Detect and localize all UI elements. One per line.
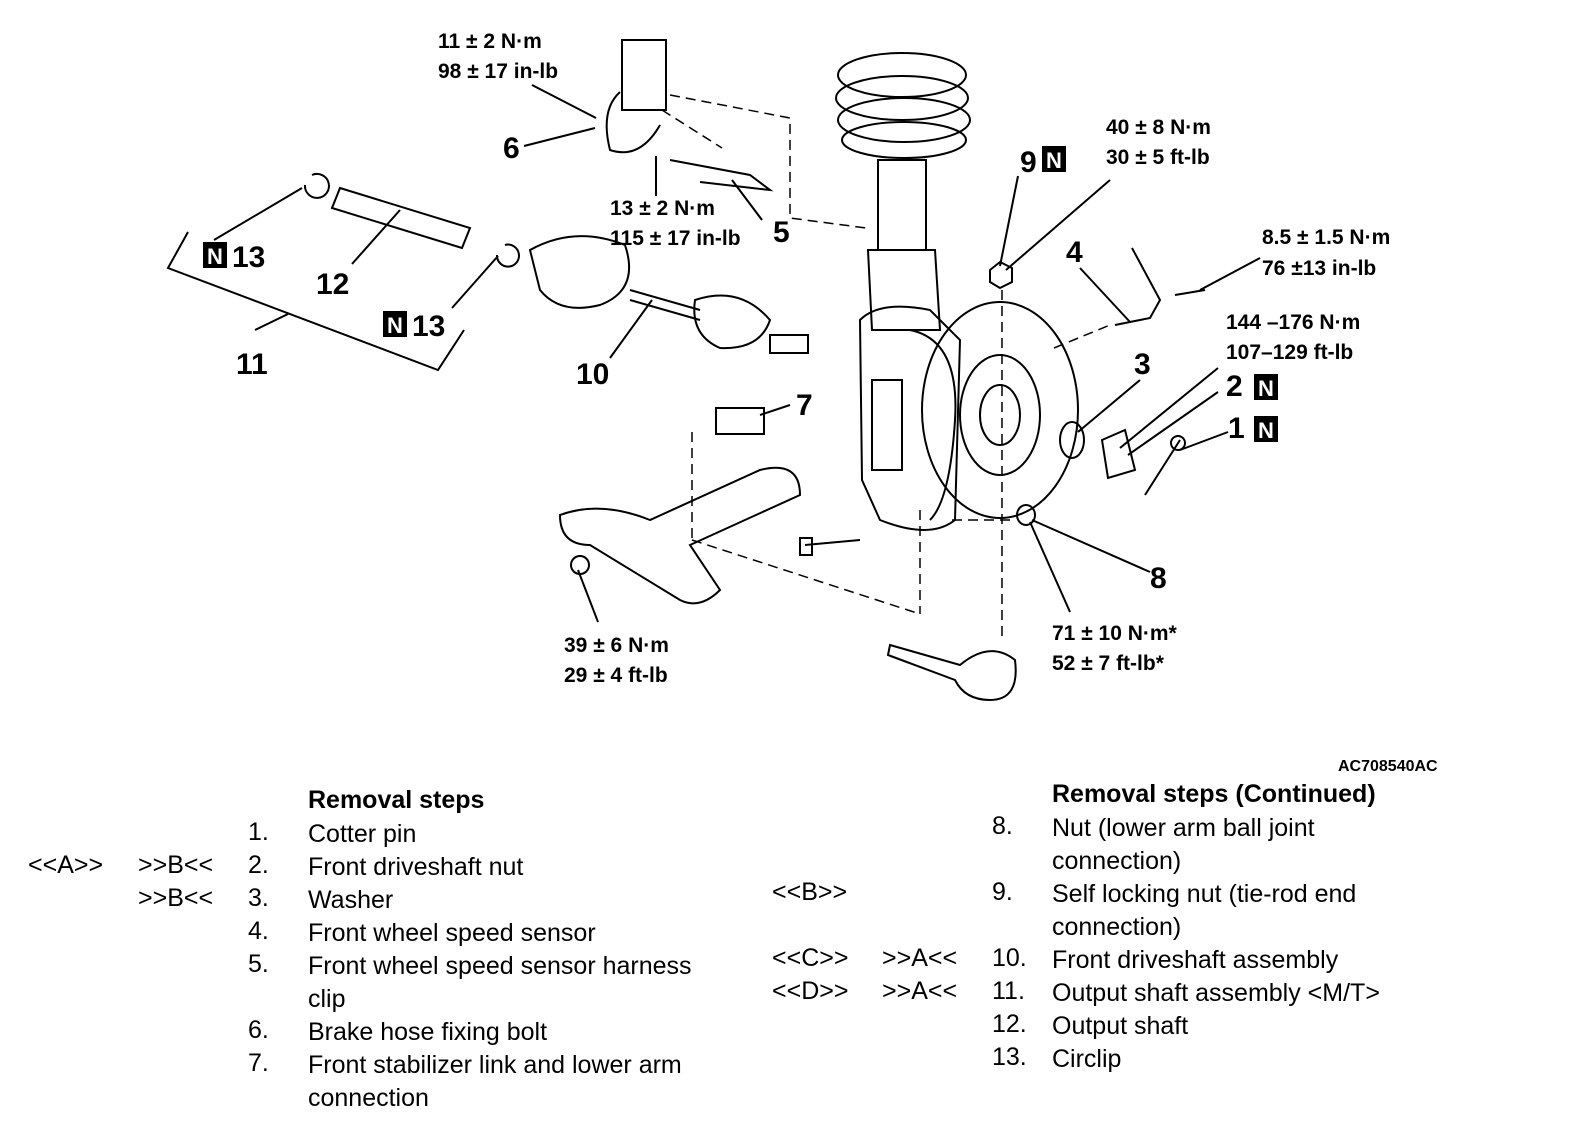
- part-label-13b: 13: [412, 310, 445, 343]
- bolt-4: [1174, 289, 1206, 296]
- part-label-7: 7: [796, 389, 813, 422]
- new-part-mark: N: [1046, 148, 1062, 173]
- removal-steps-title: Removal steps: [308, 786, 485, 814]
- torque-5-nm: 13 ± 2 N·m: [610, 197, 715, 220]
- nut-8: [1016, 504, 1036, 526]
- figure-code: AC708540AC: [1338, 758, 1438, 775]
- part-label-10: 10: [576, 358, 609, 391]
- torque-4-in: 76 ±13 in-lb: [1262, 257, 1376, 280]
- new-part-mark: N: [1258, 418, 1274, 443]
- torque-6-nm: 11 ± 2 N·m: [438, 30, 542, 53]
- torque-6-in: 98 ± 17 in-lb: [438, 60, 558, 83]
- part-label-8: 8: [1150, 562, 1167, 595]
- torque-9-ft: 30 ± 5 ft-lb: [1106, 146, 1210, 169]
- part-label-1: 1: [1228, 412, 1245, 445]
- bolt-caliper: [799, 537, 861, 556]
- washer-3: [1059, 421, 1085, 459]
- part-label-12: 12: [316, 268, 349, 301]
- circlip-right: [495, 243, 520, 268]
- torque-8-nm: 71 ± 10 N·m*: [1052, 622, 1178, 645]
- brake-disc: [921, 301, 1079, 519]
- torque-4-nm: 8.5 ± 1.5 N·m: [1262, 226, 1390, 249]
- exploded-view-diagram: 6 5 9 4 3 2 1 8 7 10 11 12 13 13 N N N N…: [166, 30, 1390, 702]
- harness-clip: [605, 39, 774, 192]
- torque-9-nm: 40 ± 8 N·m: [1106, 116, 1211, 139]
- torque-2-nm: 144 –176 N·m: [1226, 311, 1360, 334]
- part-label-3: 3: [1134, 348, 1151, 381]
- part-label-11: 11: [236, 348, 268, 381]
- part-label-4: 4: [1066, 236, 1083, 269]
- part-label-2: 2: [1226, 370, 1243, 403]
- new-part-mark: N: [207, 244, 223, 269]
- driveshaft-nut-2: [1100, 428, 1137, 480]
- torque-8-ft: 52 ± 7 ft-lb*: [1052, 652, 1165, 675]
- removal-steps-continued-title: Removal steps (Continued): [1052, 780, 1376, 808]
- part-label-9: 9: [1020, 146, 1037, 179]
- torque-2-ft: 107–129 ft-lb: [1226, 341, 1353, 364]
- part-label-5: 5: [773, 216, 790, 249]
- front-driveshaft: [528, 235, 809, 354]
- new-part-mark: N: [387, 313, 403, 338]
- torque-7-nm: 39 ± 6 N·m: [564, 634, 669, 657]
- tie-rod-end: [886, 643, 1017, 702]
- new-part-mark: N: [1258, 376, 1274, 401]
- knuckle-caliper: [858, 305, 962, 531]
- wheel-speed-sensor: [1114, 247, 1162, 326]
- strut-spring-assembly: [835, 52, 971, 331]
- part-label-6: 6: [503, 132, 520, 165]
- lower-arm: [558, 466, 802, 605]
- output-shaft: [330, 186, 472, 250]
- torque-7-ft: 29 ± 4 ft-lb: [564, 664, 668, 687]
- stabilizer-link: [715, 407, 765, 435]
- part-label-13a: 13: [232, 241, 265, 274]
- circlip-left: [303, 172, 330, 199]
- torque-5-in: 115 ± 17 in-lb: [610, 227, 741, 250]
